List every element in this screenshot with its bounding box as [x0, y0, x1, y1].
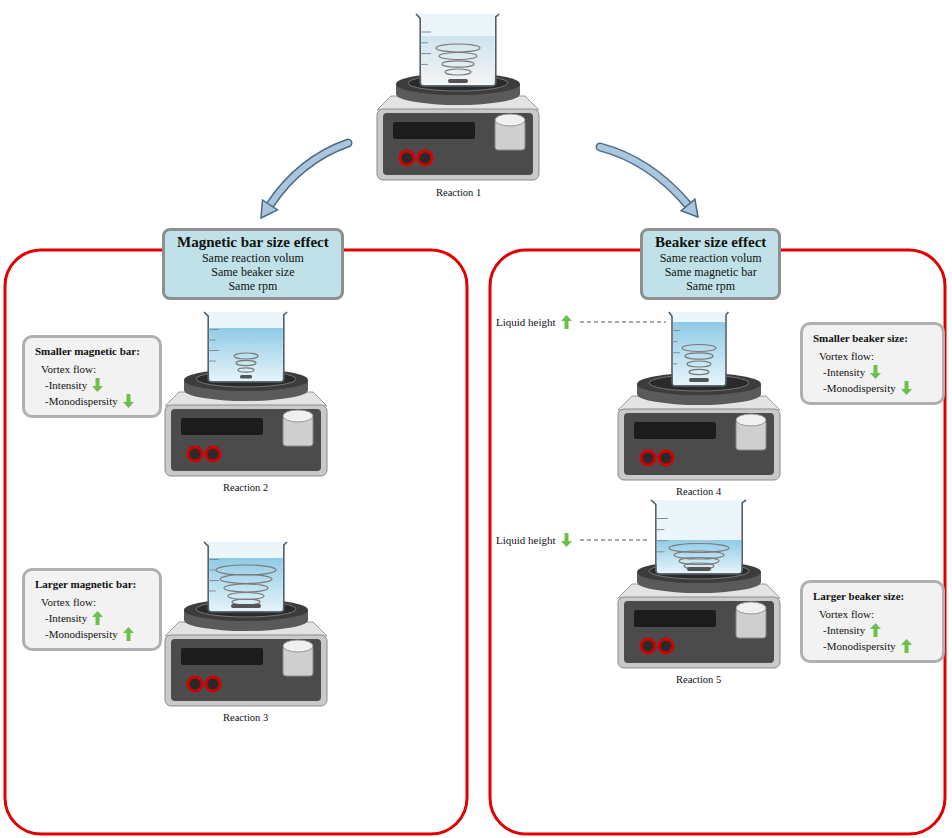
branch-arrow — [600, 147, 698, 217]
reaction-label: Reaction 5 — [676, 673, 721, 686]
box-text: -Monodispersity — [813, 638, 916, 654]
box-text: Vortex flow: — [813, 606, 874, 622]
leader-line — [580, 322, 666, 323]
observation-box: Smaller beaker size:Vortex flow:-Intensi… — [800, 322, 945, 405]
magnetic-stirrer — [618, 312, 780, 480]
box-text: Same magnetic bar — [665, 265, 757, 279]
box-heading: Larger magnetic bar: — [35, 576, 136, 592]
decrease-arrow — [123, 394, 134, 408]
magnetic-stirrer — [618, 500, 780, 668]
annotation-label: Liquid height — [496, 315, 576, 329]
leader-line — [580, 540, 648, 541]
box-text: -Monodispersity — [813, 380, 916, 396]
increase-arrow — [561, 315, 572, 329]
increase-arrow — [92, 611, 103, 625]
box-text: Same reaction volum — [660, 251, 762, 265]
box-text: -Monodispersity — [35, 393, 138, 409]
increase-arrow — [901, 639, 912, 653]
box-heading: Smaller beaker size: — [813, 330, 908, 346]
magnetic-stirrer — [377, 14, 539, 180]
reaction-label: Reaction 3 — [223, 711, 268, 724]
decrease-arrow — [870, 365, 881, 379]
decrease-arrow — [901, 381, 912, 395]
box-text: -Monodispersity — [35, 626, 138, 642]
observation-box: Larger beaker size:Vortex flow:-Intensit… — [800, 580, 945, 663]
condition-header-box: Beaker size effectSame reaction volumSam… — [640, 228, 781, 300]
decrease-arrow — [561, 533, 572, 547]
box-heading: Smaller magnetic bar: — [35, 343, 140, 359]
magnetic-stirrer — [165, 312, 327, 476]
increase-arrow — [123, 627, 134, 641]
branch-arrow — [261, 143, 348, 218]
observation-box: Smaller magnetic bar:Vortex flow:-Intens… — [22, 335, 162, 418]
box-text: Vortex flow: — [813, 348, 874, 364]
condition-header-box: Magnetic bar size effectSame reaction vo… — [162, 228, 344, 300]
box-text: Vortex flow: — [35, 594, 96, 610]
magnetic-stirrer — [165, 542, 327, 706]
group-panel — [5, 250, 467, 834]
box-heading: Larger beaker size: — [813, 588, 904, 604]
decrease-arrow — [92, 378, 103, 392]
box-text: Same rpm — [228, 279, 277, 293]
annotation-label: Liquid height — [496, 533, 576, 547]
reaction-label: Reaction 2 — [223, 481, 268, 494]
reaction-label: Reaction 4 — [676, 485, 721, 498]
box-text: Vortex flow: — [35, 361, 96, 377]
box-heading: Beaker size effect — [655, 233, 766, 251]
box-text: Same beaker size — [211, 265, 294, 279]
box-text: Same rpm — [686, 279, 735, 293]
group-panel — [490, 250, 945, 834]
box-heading: Magnetic bar size effect — [177, 233, 329, 251]
reaction-label: Reaction 1 — [436, 186, 481, 199]
increase-arrow — [870, 623, 881, 637]
box-text: Same reaction volum — [202, 251, 304, 265]
observation-box: Larger magnetic bar:Vortex flow:-Intensi… — [22, 568, 162, 651]
